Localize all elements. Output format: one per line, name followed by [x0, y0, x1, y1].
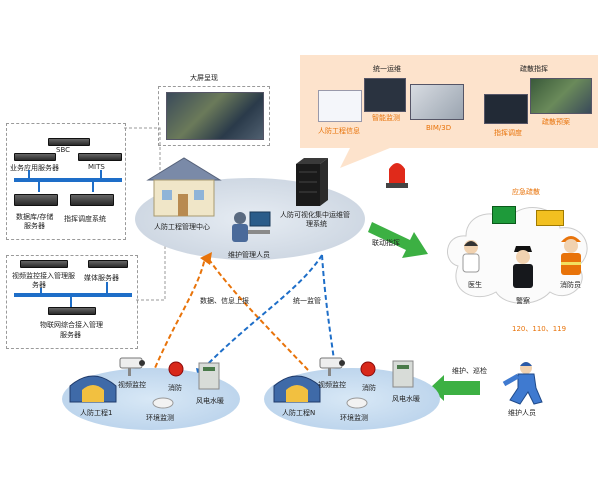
site1-fire-icon: [168, 361, 184, 377]
ops-item-2: 智能监测: [372, 114, 400, 122]
ops-screen-2: [364, 78, 406, 112]
siteN-fire-icon: [360, 361, 376, 377]
site1-env-sensor-icon: [152, 397, 174, 409]
linkage-label: 联动指挥: [372, 239, 400, 247]
media-server-icon: [88, 260, 128, 268]
firefighter-label: 消防员: [560, 281, 581, 289]
video-mgmt-label-1: 视频监控接入管理服: [12, 272, 75, 280]
dispatch-screen-1: [484, 94, 528, 124]
sbc-server-icon: [48, 138, 90, 146]
dispatch-screen-2: [530, 78, 592, 114]
site1-env-label: 环境监测: [146, 414, 174, 422]
video-mgmt-label-2: 务器: [32, 281, 46, 289]
site1-power-cabinet-icon: [198, 362, 220, 390]
dispatch-item-1: 指挥调度: [494, 129, 522, 137]
maintenance-worker-icon: [502, 362, 543, 405]
siteN-bunker-icon: [273, 375, 321, 403]
visual-ops-system-label-1: 人防可视化集中运维管: [280, 211, 350, 219]
management-center-label: 人防工程管理中心: [154, 223, 210, 231]
siteN-env-sensor-icon: [346, 397, 368, 409]
iot-mgmt-label-2: 服务器: [60, 331, 81, 339]
site1-name-label: 人防工程1: [80, 409, 113, 417]
top-network-bus: [14, 178, 122, 182]
top-server-group: [6, 123, 126, 240]
db-server-icon: [14, 194, 58, 206]
ops-screen-1: [318, 90, 362, 122]
firefighter-icon: [561, 236, 581, 275]
top-bus-link-3: [38, 182, 40, 192]
sbc-label: SBC: [56, 146, 71, 154]
emergency-numbers: 120、110、119: [512, 325, 567, 333]
iot-mgmt-server-icon: [48, 307, 96, 315]
siteN-camera-icon: [319, 357, 345, 376]
dispatch-system-label: 指挥调度系统: [64, 215, 106, 223]
data-upload-label: 数据、信息上报: [200, 297, 249, 305]
dispatch-panel-title: 疏散指挥: [520, 65, 548, 73]
site1-camera-icon: [119, 357, 145, 376]
server-rack-icon: [296, 158, 328, 206]
bottom-bus-link-3: [70, 297, 72, 307]
iot-mgmt-label-1: 物联网综合接入管理: [40, 321, 103, 329]
doctor-icon: [462, 240, 480, 273]
siteN-power-label: 风电水暖: [392, 395, 420, 403]
video-mgmt-server-icon: [20, 260, 68, 268]
police-icon: [513, 246, 533, 288]
big-screen-group: [158, 86, 270, 146]
evacuation-sign-icon: [536, 210, 564, 226]
siteN-name-label: 人防工程N: [282, 409, 316, 417]
site1-video-label: 视频监控: [118, 381, 146, 389]
ops-panel-title: 统一运维: [373, 65, 401, 73]
dispatch-server-icon: [70, 194, 114, 206]
siteN-video-label: 视频监控: [318, 381, 346, 389]
ops-item-3: BIM/3D: [426, 124, 452, 132]
big-screen-label: 大屏呈现: [190, 74, 218, 82]
site1-bunker-icon: [69, 375, 117, 403]
alarm-light-icon: [386, 163, 408, 188]
site1-power-label: 风电水暖: [196, 397, 224, 405]
doctor-label: 医生: [468, 281, 482, 289]
bottom-bus-link-1: [40, 288, 42, 293]
bottom-server-group: [6, 255, 138, 349]
exit-sign-icon: [492, 206, 516, 224]
db-server-label-2: 服务器: [24, 222, 45, 230]
top-bus-link-1: [28, 170, 30, 178]
db-server-label-1: 数据库/存储: [16, 213, 54, 221]
media-server-label: 媒体服务器: [84, 274, 119, 282]
emergency-title: 应急疏散: [512, 188, 540, 196]
ops-screen-3: [410, 84, 464, 120]
siteN-fire-label: 消防: [362, 384, 376, 392]
big-screen-display: [166, 92, 264, 140]
maintenance-worker-label: 维护人员: [508, 409, 536, 417]
visual-ops-system-label-2: 理系统: [306, 220, 327, 228]
site1-fire-label: 消防: [168, 384, 182, 392]
siteN-power-cabinet-icon: [392, 360, 414, 388]
maintenance-staff-label: 维护管理人员: [228, 251, 270, 259]
top-bus-link-4: [92, 182, 94, 192]
bottom-network-bus: [14, 293, 132, 297]
unified-monitor-label: 统一监管: [293, 297, 321, 305]
business-server-label: 业务应用服务器: [10, 164, 59, 172]
top-bus-link-2: [100, 170, 102, 178]
mits-label: MITS: [88, 163, 105, 171]
dispatch-item-2: 疏散预案: [542, 118, 570, 126]
ops-item-1: 人防工程信息: [318, 127, 360, 135]
bottom-bus-link-2: [106, 282, 108, 293]
mits-server-icon: [78, 153, 122, 161]
business-server-icon: [14, 153, 56, 161]
police-label: 警察: [516, 297, 530, 305]
siteN-env-label: 环境监测: [340, 414, 368, 422]
management-center-building-icon: [146, 157, 222, 217]
maintenance-staff-icon: [232, 211, 271, 242]
maintenance-label: 维护、巡检: [452, 367, 487, 375]
